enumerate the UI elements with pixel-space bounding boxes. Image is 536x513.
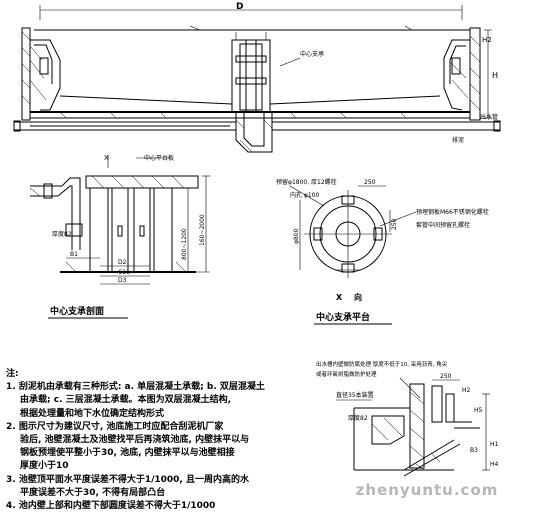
dim-right-250: 250 bbox=[391, 218, 398, 230]
dim-h-label: H bbox=[492, 71, 498, 80]
detail-callout-2: 或者环氧树脂做防护处理 bbox=[316, 370, 377, 378]
detail-b3-label: B3 bbox=[470, 447, 478, 454]
x-view-direction: 向 bbox=[354, 292, 362, 302]
x-view-platform: 预留φ1800, 厚12螺栓 内孔 φ100 250 250 φ800 预埋钢板… bbox=[276, 178, 489, 325]
note-line: 由承载; c. 三层混凝土承载。本图为双层混凝土结构, bbox=[20, 395, 232, 406]
dim-b1-label: B1 bbox=[70, 251, 78, 258]
wall-detail-section: 出水槽内壁做防腐处理 厚度不低于10, 采用沥青, 角尖 或者环氧树脂做防护处理… bbox=[316, 360, 499, 477]
note-line: 2. 图示尺寸为建议尺寸, 池底施工时应配合刮泥机厂家 bbox=[6, 421, 224, 432]
x-view-letter: X bbox=[336, 293, 343, 302]
dim-d-label: D bbox=[236, 2, 243, 12]
dim-d3-label: D3 bbox=[118, 277, 127, 284]
dim-v1-label: 800~1200 bbox=[181, 228, 188, 260]
detail-dim-250: 250 bbox=[440, 373, 452, 380]
dim-left-phi: φ800 bbox=[293, 228, 300, 244]
x-view-title: 中心支承平台 bbox=[316, 311, 370, 323]
callout-4: 套管中间预留孔螺栓 bbox=[416, 221, 470, 229]
detail-h5-label: H5 bbox=[474, 407, 483, 414]
callout-3: 预埋钢板M66不锈钢化螺栓 bbox=[416, 208, 489, 216]
detail-h4-label: H4 bbox=[490, 461, 499, 468]
section-title: 中心支承剖面 bbox=[50, 305, 104, 317]
sludge-pipe-label: 排泥 bbox=[452, 136, 464, 144]
center-support-section: X 中心平台板 厚度82 B1 D2 C11 D3 bbox=[29, 154, 210, 319]
dim-top-250: 250 bbox=[364, 179, 376, 186]
note-line: 验后, 池壁混凝土及池壁找平后再浇筑池底, 内壁抹平以与 bbox=[20, 435, 250, 446]
detail-callout-3: 直径35本装置 bbox=[336, 391, 374, 399]
note-line: 1. 刮泥机由承载有三种形式: a. 单层混凝土承载; b. 双层混凝土 bbox=[6, 382, 265, 393]
watermark: zhenyuntu.com bbox=[355, 481, 499, 499]
notes-heading: 注: bbox=[6, 369, 19, 379]
note-line: 厚度小于10 bbox=[20, 461, 69, 472]
detail-thickness-label: 厚度82 bbox=[348, 414, 368, 422]
dim-d2-label: D2 bbox=[118, 259, 127, 266]
notes-block: 注: 1. 刮泥机由承载有三种形式: a. 单层混凝土承载; b. 双层混凝土 … bbox=[6, 368, 306, 513]
detail-h1-label: H1 bbox=[490, 441, 499, 448]
callout-1: 预留φ1800, 厚12螺栓 bbox=[276, 178, 337, 186]
section-top-label: X bbox=[104, 154, 109, 162]
dim-c11-label: C11 bbox=[118, 269, 130, 276]
center-support-label: 中心支承 bbox=[300, 50, 324, 58]
note-line: 钢板预埋使平整小于30, 池底, 内壁抹平以与池壁相接 bbox=[20, 448, 235, 459]
dim-v2-label: 160~2000 bbox=[199, 214, 206, 246]
callout-2: 内孔 φ100 bbox=[290, 191, 320, 199]
dim-left-label: 厚度82 bbox=[52, 230, 72, 238]
detail-callout-1: 出水槽内壁做防腐处理 厚度不低于10, 采用沥青, 角尖 bbox=[316, 360, 448, 368]
note-line: 根据处理量和地下水位确定结构形式 bbox=[20, 408, 165, 419]
note-line: 4. 池内壁上部和内壁下部圆度误差不得大于1/1000 bbox=[6, 501, 216, 512]
note-line: 平度误差不大于30, 不得有局部凸台 bbox=[20, 487, 166, 498]
dim-h2-label: H2 bbox=[482, 36, 492, 44]
outlet-pipe-label: 出水管 bbox=[480, 113, 498, 121]
note-line: 3. 池壁顶平面水平度误差不得大于1/1000, 且一周内高的水 bbox=[6, 474, 249, 485]
detail-h2-label: H2 bbox=[462, 387, 471, 394]
tank-section-top: D H H2 bbox=[13, 2, 501, 153]
